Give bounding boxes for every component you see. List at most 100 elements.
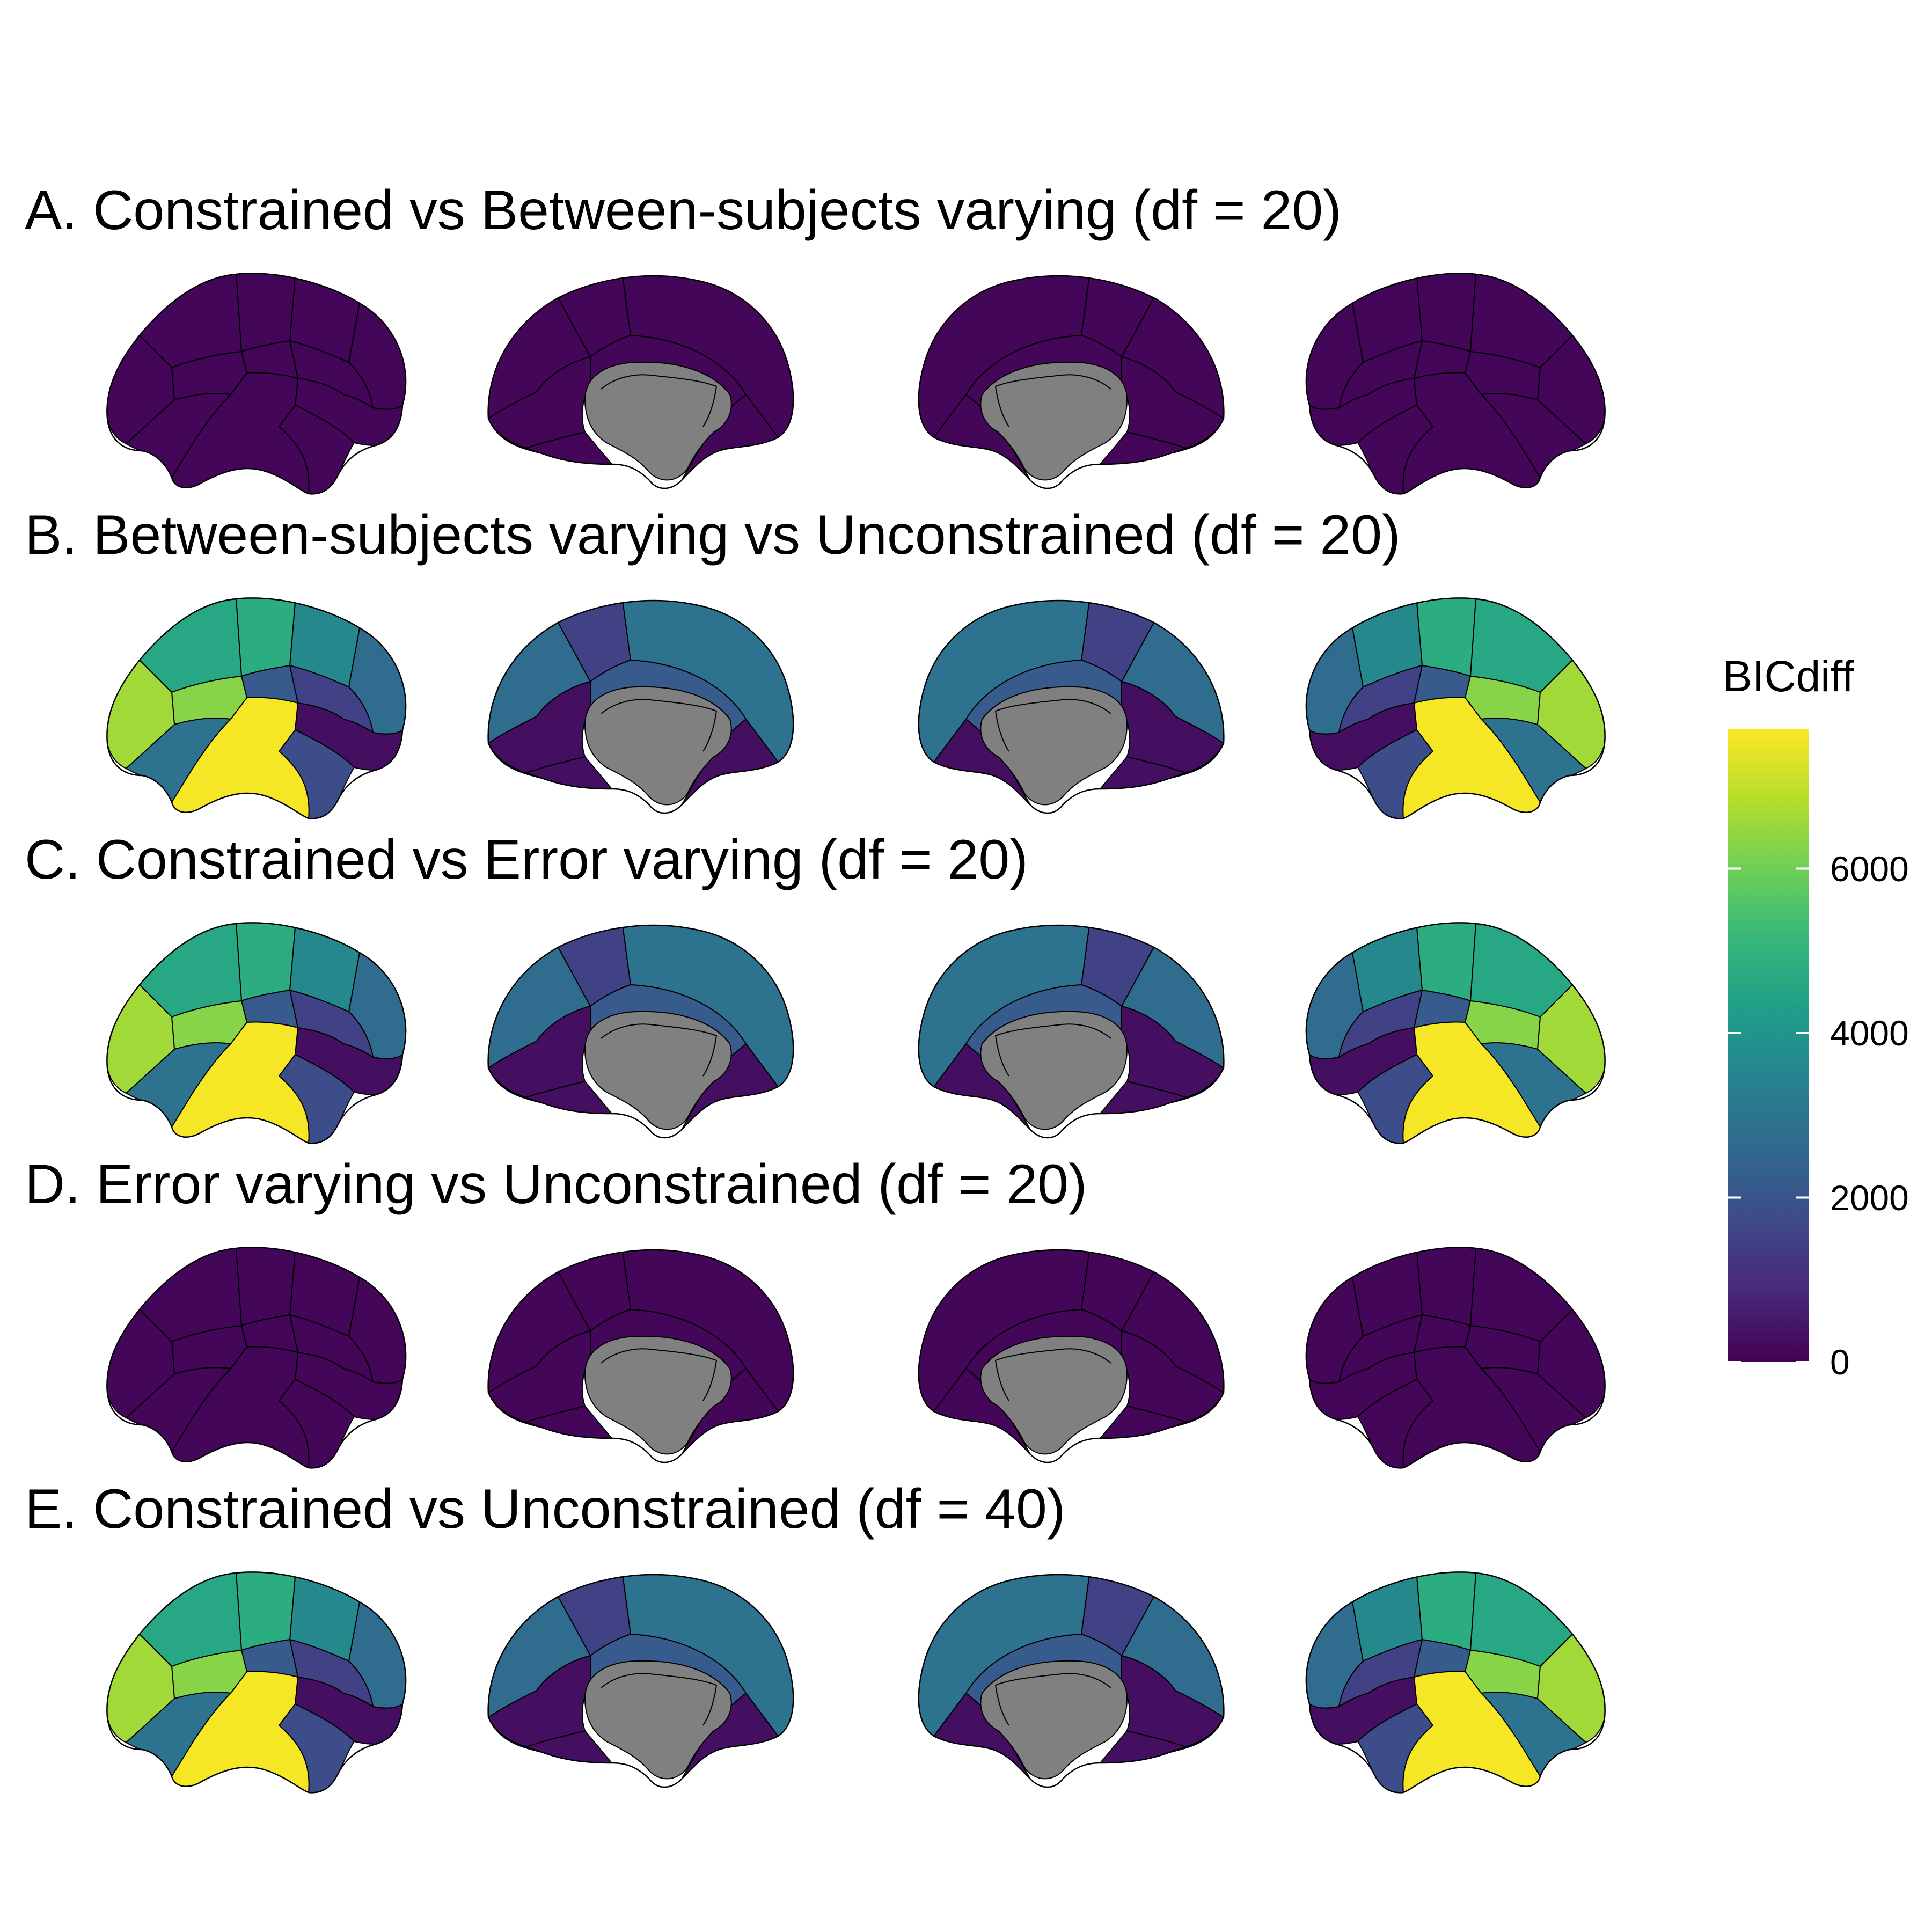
brain-left-lateral xyxy=(97,1564,419,1795)
brain-surface-left-medial xyxy=(487,1249,794,1463)
brain-surface-right-lateral xyxy=(1305,597,1606,819)
brain-outline xyxy=(106,597,407,819)
caudal-frontal-region xyxy=(236,1572,296,1651)
brain-surface-right-medial xyxy=(918,1574,1225,1788)
panel-title: E. Constrained vs Unconstrained (df = 40… xyxy=(25,1478,1066,1540)
orbital-medial-region xyxy=(488,356,591,449)
corpus-callosum-line xyxy=(994,699,1111,752)
caudal-frontal-region xyxy=(1416,1247,1476,1326)
panel-D: D. Error varying vs Unconstrained (df = … xyxy=(0,1157,1637,1481)
brain-left-medial xyxy=(478,590,800,821)
brain-surface-left-lateral xyxy=(106,597,407,819)
brain-right-lateral xyxy=(1293,590,1615,821)
brain-outline xyxy=(1305,1571,1606,1794)
brain-outline xyxy=(918,275,1225,489)
brain-outline xyxy=(1305,1247,1606,1469)
brain-right-lateral xyxy=(1293,266,1615,496)
medial-wall xyxy=(584,1660,732,1780)
brain-right-lateral xyxy=(1293,1240,1615,1470)
brain-surface-right-lateral xyxy=(1305,922,1606,1144)
corpus-callosum-line xyxy=(601,1673,718,1726)
corpus-callosum-line xyxy=(601,699,718,752)
brain-surface-left-lateral xyxy=(106,922,407,1144)
brain-surface-left-medial xyxy=(487,275,794,489)
brain-right-medial xyxy=(912,590,1234,821)
brain-left-lateral xyxy=(97,1240,419,1470)
brain-outline xyxy=(1305,273,1606,495)
brain-surface-right-medial xyxy=(918,599,1225,814)
brain-surface-left-medial xyxy=(487,924,794,1139)
caudal-frontal-region xyxy=(1416,598,1476,677)
brain-outline xyxy=(487,924,794,1139)
brain-surface-left-medial xyxy=(487,1574,794,1788)
medial-wall xyxy=(584,361,732,481)
brain-surface-right-lateral xyxy=(1305,1571,1606,1794)
orbital-medial-region xyxy=(1121,1006,1224,1098)
brain-left-lateral xyxy=(97,266,419,496)
brain-right-lateral xyxy=(1293,915,1615,1146)
caudal-frontal-region xyxy=(1416,273,1476,352)
medial-wall xyxy=(980,1011,1128,1130)
corpus-callosum-line xyxy=(601,1348,718,1401)
brain-outline xyxy=(918,1574,1225,1788)
brain-outline xyxy=(106,1571,407,1794)
colorbar-tick-label: 6000 xyxy=(1830,848,1909,889)
panel-title: C. Constrained vs Error varying (df = 20… xyxy=(25,829,1028,891)
colorbar-tick-label: 2000 xyxy=(1830,1177,1909,1218)
caudal-frontal-region xyxy=(236,1247,296,1326)
brain-right-lateral xyxy=(1293,1564,1615,1795)
orbital-medial-region xyxy=(488,1330,591,1423)
brain-outline xyxy=(1305,597,1606,819)
caudal-frontal-region xyxy=(236,273,296,352)
panel-title: B. Between-subjects varying vs Unconstra… xyxy=(25,504,1401,566)
brain-left-lateral xyxy=(97,915,419,1146)
medial-wall xyxy=(980,686,1128,806)
colorbar-gradient xyxy=(1728,729,1809,1362)
orbital-medial-region xyxy=(1121,1655,1224,1747)
caudal-frontal-region xyxy=(1416,1572,1476,1651)
brain-right-medial xyxy=(912,1564,1234,1795)
brain-right-medial xyxy=(912,915,1234,1146)
panel-E: E. Constrained vs Unconstrained (df = 40… xyxy=(0,1481,1637,1806)
brain-left-lateral xyxy=(97,590,419,821)
panel-title: D. Error varying vs Unconstrained (df = … xyxy=(25,1153,1087,1216)
brain-left-medial xyxy=(478,915,800,1146)
orbital-medial-region xyxy=(488,1655,591,1747)
brain-left-medial xyxy=(478,1564,800,1795)
brain-outline xyxy=(106,922,407,1144)
caudal-frontal-region xyxy=(236,923,296,1001)
brain-outline xyxy=(487,1574,794,1788)
brain-right-medial xyxy=(912,1240,1234,1470)
brain-outline xyxy=(487,599,794,814)
medial-wall xyxy=(980,1660,1128,1780)
brain-surface-left-lateral xyxy=(106,1247,407,1469)
colorbar-tick-label: 0 xyxy=(1830,1342,1850,1382)
brain-surface-left-lateral xyxy=(106,273,407,495)
brain-surface-right-medial xyxy=(918,924,1225,1139)
legend-title: BICdiff xyxy=(1723,652,1854,701)
caudal-frontal-region xyxy=(236,598,296,677)
caudal-frontal-region xyxy=(1416,923,1476,1001)
orbital-medial-region xyxy=(1121,1330,1224,1423)
medial-wall xyxy=(584,1335,732,1455)
panel-A: A. Constrained vs Between-subjects varyi… xyxy=(0,182,1637,507)
brain-left-medial xyxy=(478,1240,800,1470)
brain-surface-right-medial xyxy=(918,275,1225,489)
medial-wall xyxy=(980,361,1128,481)
orbital-medial-region xyxy=(488,681,591,773)
brain-surface-right-medial xyxy=(918,1249,1225,1463)
brain-surface-right-lateral xyxy=(1305,273,1606,495)
brain-surface-right-lateral xyxy=(1305,1247,1606,1469)
colorbar xyxy=(1728,729,1809,1362)
orbital-medial-region xyxy=(488,1006,591,1098)
corpus-callosum-line xyxy=(994,374,1111,427)
medial-wall xyxy=(584,686,732,806)
corpus-callosum-line xyxy=(994,1023,1111,1077)
brain-outline xyxy=(918,599,1225,814)
brain-outline xyxy=(1305,922,1606,1144)
orbital-medial-region xyxy=(1121,356,1224,449)
orbital-medial-region xyxy=(1121,681,1224,773)
corpus-callosum-line xyxy=(994,1673,1111,1726)
brain-surface-left-lateral xyxy=(106,1571,407,1794)
